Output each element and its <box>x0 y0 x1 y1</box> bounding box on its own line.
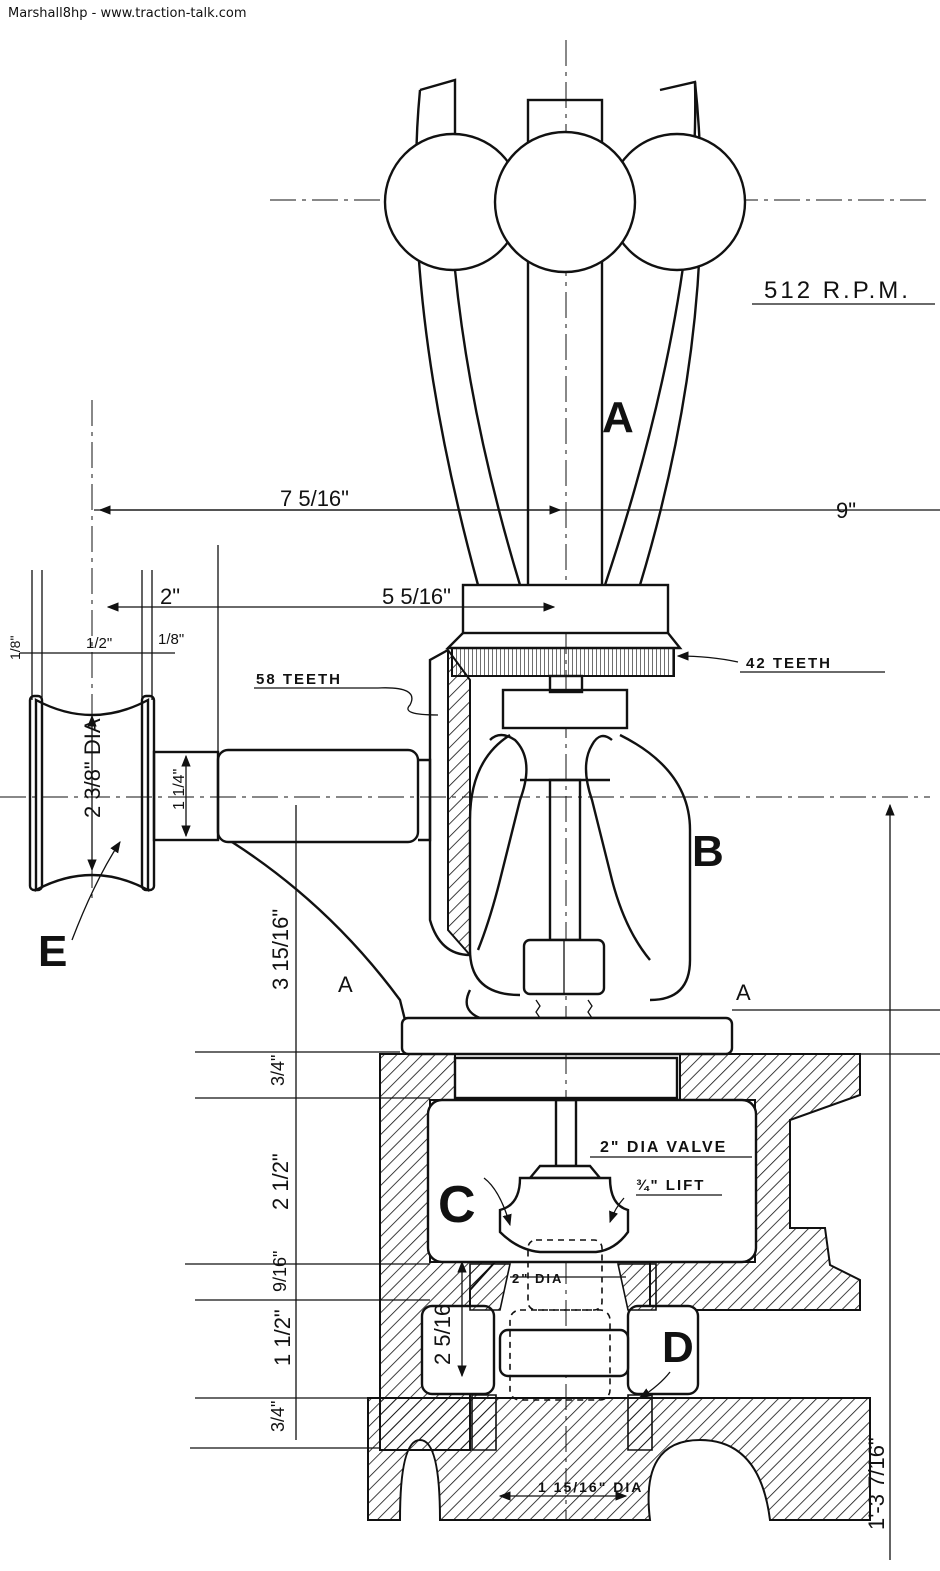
seat-depth-label: 2 5/16 <box>430 1304 455 1365</box>
bottom-diameter-label: 1 15/16" DIA <box>538 1479 643 1495</box>
part-label-e: E <box>38 927 67 976</box>
part-label-d: D <box>662 1323 694 1372</box>
drawing-labels: 512 R.P.M. A B C D E A A 58 TEETH 42 TEE… <box>7 277 911 1530</box>
dim-d15: 3/4" <box>268 1401 288 1432</box>
watermark-text: Marshall8hp - www.traction-talk.com <box>8 6 247 21</box>
dim-d9: 1 1/4" <box>171 769 188 810</box>
part-label-b: B <box>692 827 724 876</box>
seat-diameter-label: 2" DIA <box>512 1271 563 1286</box>
section-label-right: A <box>736 980 751 1005</box>
section-label-left: A <box>338 972 353 997</box>
gear-teeth-42: 42 TEETH <box>746 655 832 672</box>
gear-teeth-58: 58 TEETH <box>256 671 342 688</box>
dim-d8: 2 3/8" DIA <box>80 718 105 818</box>
dim-d12: 2 1/2" <box>268 1153 293 1210</box>
dimension-lines <box>20 303 940 1560</box>
bracket-body <box>465 733 700 1020</box>
dim-d14: 1 1/2" <box>270 1309 295 1366</box>
valve-and-seat <box>469 1098 657 1401</box>
dim-d16: 1'-3 7/16" <box>864 1437 889 1530</box>
bevel-gears <box>428 583 683 958</box>
dim-d2: 9" <box>836 498 856 523</box>
dim-d10: 3 15/16" <box>268 909 293 990</box>
part-label-a: A <box>602 393 634 442</box>
valve-lift-label: ¾" LIFT <box>636 1177 705 1194</box>
dim-d1: 7 5/16" <box>280 486 349 511</box>
dim-d6: 1/2" <box>86 635 112 652</box>
dim-d5: 1/8" <box>7 636 23 660</box>
pulley-assembly <box>28 570 432 1021</box>
governor-head <box>383 78 747 592</box>
part-label-c: C <box>438 1176 476 1234</box>
dim-d11: 3/4" <box>268 1055 288 1086</box>
dim-d4: 2" <box>160 584 180 609</box>
rpm-label: 512 R.P.M. <box>764 277 911 304</box>
dim-d3: 5 5/16" <box>382 584 451 609</box>
dim-d7: 1/8" <box>158 631 184 648</box>
dim-d13: 9/16" <box>270 1251 290 1292</box>
valve-size-label: 2" DIA VALVE <box>600 1139 727 1156</box>
